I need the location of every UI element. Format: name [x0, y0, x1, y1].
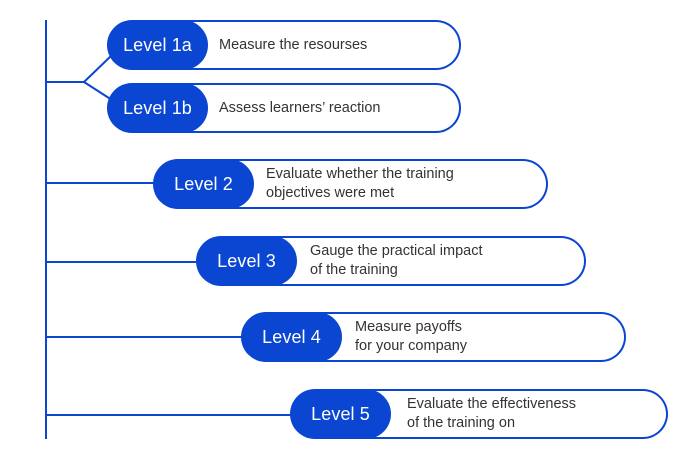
level-5-badge: Level 5 — [290, 389, 391, 439]
level-1b-description: Assess learners’ reaction — [219, 99, 381, 116]
level-1b-badge: Level 1b — [107, 83, 208, 133]
level-4-badge: Level 4 — [241, 312, 342, 362]
level-4-outline — [291, 312, 626, 362]
level-5-description: Evaluate the effectiveness of the traini… — [407, 396, 577, 431]
level-2-node: Level 2 Evaluate whether the training ob… — [153, 159, 550, 209]
level-3-badge: Level 3 — [196, 236, 297, 286]
level-2-outline — [203, 159, 548, 209]
level-1a-badge: Level 1a — [107, 20, 208, 70]
level-4-description: Measure payoffs for your company — [355, 319, 468, 354]
fork-level-1b — [83, 81, 113, 101]
level-5-node: Level 5 Evaluate the effectiveness of th… — [290, 389, 670, 439]
level-2-description: Evaluate whether the training objectives… — [266, 166, 454, 201]
level-3-description: Gauge the practical impact of the traini… — [310, 243, 483, 278]
level-3-outline — [246, 236, 586, 286]
level-3-node: Level 3 Gauge the practical impact of th… — [196, 236, 588, 286]
level-4-node: Level 4 Measure payoffs for your company — [241, 312, 628, 362]
fork-level-1a — [83, 54, 113, 83]
level-2-badge: Level 2 — [153, 159, 254, 209]
level-1a-description: Measure the resourses — [219, 36, 368, 53]
level-1a-node: Level 1a Measure the resourses — [107, 20, 463, 70]
level-5-outline — [340, 389, 668, 439]
level-1b-node: Level 1b Assess learners’ reaction — [107, 83, 463, 133]
